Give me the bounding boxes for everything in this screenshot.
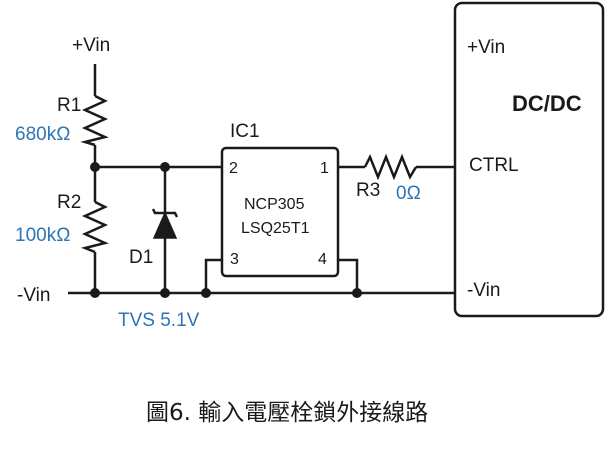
ic1-name-label: IC1 (230, 121, 260, 142)
r1-resistor-symbol (80, 94, 109, 147)
ic1-part-line1: NCP305 (244, 196, 305, 213)
r2-value-label: 100kΩ (15, 225, 70, 246)
junction-dot (90, 162, 100, 172)
ic1-part-line2: LSQ25T1 (241, 220, 310, 237)
dcdc-ctrl-label: CTRL (469, 155, 519, 176)
figure-caption: 圖6. 輸入電壓栓鎖外接線路 (146, 400, 428, 426)
wires (68, 64, 455, 295)
dcdc-vin-plus-label: +Vin (467, 37, 505, 58)
dcdc-title: DC/DC (512, 91, 582, 116)
r2-name-label: R2 (57, 192, 81, 213)
d1-name-label: D1 (129, 247, 153, 268)
ic1-pin2-label: 2 (229, 160, 238, 177)
r2-resistor-symbol (80, 200, 109, 254)
d1-value-label: TVS 5.1V (118, 310, 200, 331)
d1-tvs-diode-symbol (151, 208, 179, 239)
junction-dot (201, 288, 211, 298)
vin-plus-label: +Vin (72, 35, 110, 56)
junction-dot (160, 288, 170, 298)
junction-dot (352, 288, 362, 298)
ic1-pin4-label: 4 (318, 251, 327, 268)
ic1-body (220, 146, 340, 278)
ic1-pin3-label: 3 (230, 251, 239, 268)
wire-ic-pin4-to-rail (338, 258, 359, 293)
dcdc-vin-minus-label: -Vin (467, 280, 500, 301)
wire-ic-pin3-to-rail (204, 258, 222, 293)
junction-dots (90, 162, 362, 298)
junction-dot (160, 162, 170, 172)
r3-value-label: 0Ω (396, 183, 421, 204)
r1-name-label: R1 (57, 95, 81, 116)
ic1-pin1-label: 1 (320, 160, 329, 177)
dcdc-module-body (453, 1, 605, 318)
r3-resistor-symbol (363, 153, 418, 181)
r3-name-label: R3 (356, 180, 380, 201)
vin-minus-label: -Vin (17, 285, 50, 306)
r1-value-label: 680kΩ (15, 124, 70, 145)
junction-dot (90, 288, 100, 298)
